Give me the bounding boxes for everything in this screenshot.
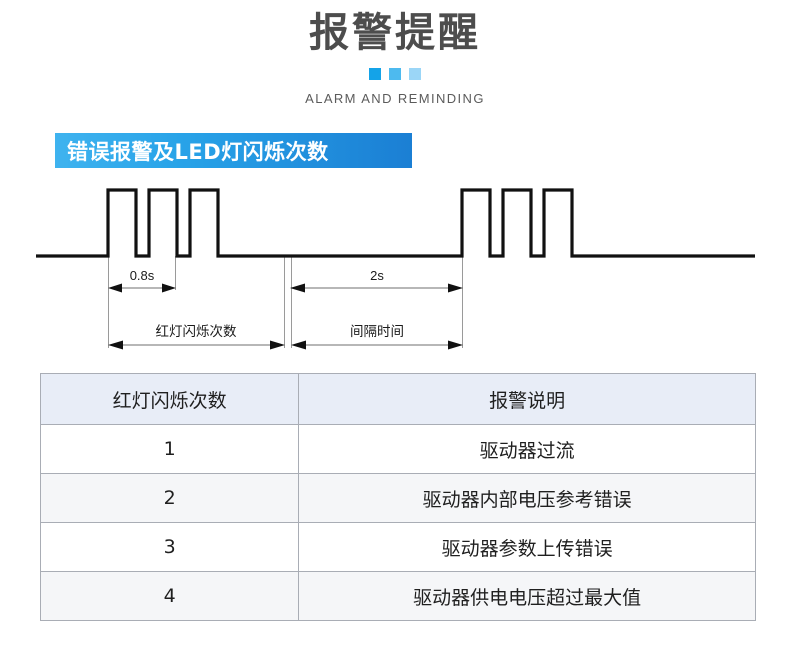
- cell-blink-count: 4: [39, 571, 300, 621]
- cell-blink-count: 3: [39, 522, 300, 572]
- dimension-pulse-width-label: 0.8s: [130, 268, 155, 283]
- section-header-bar: 错误报警及LED灯闪烁次数: [55, 133, 412, 168]
- dimension-blink-span: 红灯闪烁次数: [108, 324, 285, 350]
- divider-square-1: [369, 68, 381, 80]
- dimension-interval-span-label: 间隔时间: [350, 324, 404, 340]
- table-header-alarm-description: 报警说明: [298, 373, 756, 425]
- table-row: 1 驱动器过流: [39, 424, 756, 474]
- dimension-pulse-width: 0.8s: [108, 268, 176, 293]
- cell-blink-count: 1: [39, 424, 300, 474]
- cell-alarm-description: 驱动器内部电压参考错误: [298, 473, 756, 523]
- cell-alarm-description: 驱动器参数上传错误: [298, 522, 756, 572]
- page-title: 报警提醒: [309, 10, 481, 56]
- timing-diagram: 0.8s 2s 红灯闪烁次数 间隔时间: [0, 178, 790, 363]
- table-row: 2 驱动器内部电压参考错误: [39, 473, 756, 523]
- page-subtitle-english: ALARM AND REMINDING: [305, 91, 485, 106]
- dimension-interval-label: 2s: [370, 268, 384, 283]
- section-header-label: 错误报警及LED灯闪烁次数: [67, 139, 329, 164]
- divider-square-2: [389, 68, 401, 80]
- table-row: 3 驱动器参数上传错误: [39, 522, 756, 572]
- table-row: 4 驱动器供电电压超过最大值: [39, 571, 756, 621]
- divider-square-3: [409, 68, 421, 80]
- dimension-blink-span-label: 红灯闪烁次数: [156, 324, 237, 340]
- cell-blink-count: 2: [39, 473, 300, 523]
- dimension-interval-span: 间隔时间: [291, 324, 463, 350]
- table-header-blink-count: 红灯闪烁次数: [39, 373, 300, 425]
- cell-alarm-description: 驱动器供电电压超过最大值: [298, 571, 756, 621]
- signal-waveform: [36, 188, 755, 258]
- extension-lines: [108, 256, 463, 348]
- table-header-row: 红灯闪烁次数 报警说明: [39, 373, 756, 425]
- dimension-interval: 2s: [290, 268, 463, 293]
- decorative-square-divider: [0, 68, 790, 80]
- alarm-code-table: 红灯闪烁次数 报警说明 1 驱动器过流 2 驱动器内部电压参考错误 3 驱动器参…: [39, 373, 756, 621]
- cell-alarm-description: 驱动器过流: [298, 424, 756, 474]
